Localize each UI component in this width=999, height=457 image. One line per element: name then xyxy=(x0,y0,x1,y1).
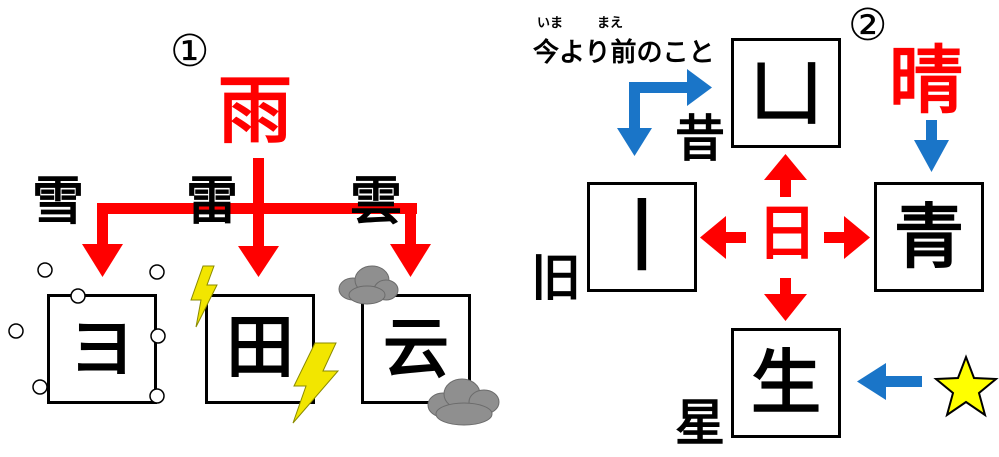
component-ta: 田 xyxy=(225,309,294,388)
kanji-hoshi: 星 xyxy=(675,394,725,452)
note-ruby-ima: いま xyxy=(537,16,564,31)
part1-number: ① xyxy=(170,26,210,77)
center-kanji: 日 xyxy=(757,199,817,269)
part1-main-kanji: 雨 xyxy=(218,68,292,154)
box-yo: ヨ xyxy=(47,294,157,404)
kanji-hare: 晴 xyxy=(889,38,963,124)
component-left: 丨 xyxy=(604,192,680,281)
component-un: 云 xyxy=(383,310,449,387)
component-bottom: 生 xyxy=(751,342,821,424)
component-top: ⼐ xyxy=(751,52,821,134)
component-yo: ヨ xyxy=(69,310,135,387)
box-bottom: 生 xyxy=(731,328,841,438)
kanji-kaminari: 雷 xyxy=(186,172,239,232)
note-ruby-mae: まえ xyxy=(597,16,624,31)
kanji-yuki: 雪 xyxy=(32,172,85,232)
box-top: ⼐ xyxy=(731,38,841,148)
part2-number: ② xyxy=(848,0,888,51)
box-left: 丨 xyxy=(587,182,697,292)
box-right: 青 xyxy=(874,182,984,292)
note-text: 今より前のこと xyxy=(533,38,715,68)
kanji-kyuu: 旧 xyxy=(531,249,581,307)
kanji-kumo: 雲 xyxy=(350,172,403,232)
kanji-mukashi: 昔 xyxy=(675,110,725,168)
component-right: 青 xyxy=(894,196,964,278)
